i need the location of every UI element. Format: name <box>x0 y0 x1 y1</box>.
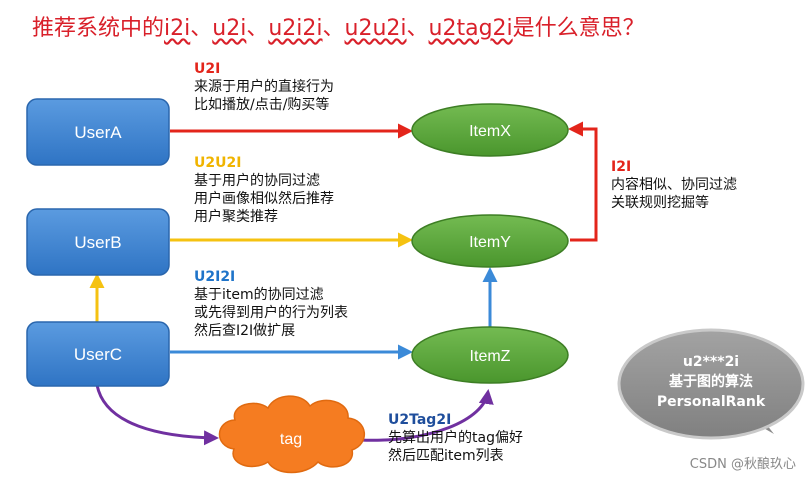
arrow-tag-to-itemz <box>359 389 494 442</box>
label-i2i-head: I2I <box>611 159 632 175</box>
watermark: CSDN @秋酿玖心 <box>689 457 796 472</box>
bubble-line-3: PersonalRank <box>657 394 766 410</box>
node-user-b-label: UserB <box>74 233 121 252</box>
label-u2i2i: U2I2I 基于item的协同过滤 或先得到用户的行为列表 然后查I2I做扩展 <box>194 268 348 340</box>
node-tag-label: tag <box>280 431 302 448</box>
label-u2i: U2I 来源于用户的直接行为 比如播放/点击/购买等 <box>194 60 334 114</box>
node-user-c-label: UserC <box>74 345 122 364</box>
speech-bubble: u2***2i 基于图的算法 PersonalRank <box>617 328 805 440</box>
title-term-i2i: i2i <box>164 16 191 41</box>
label-u2tag2i-head: U2Tag2I <box>388 412 452 428</box>
label-u2i-line-1: 来源于用户的直接行为 <box>194 79 334 95</box>
label-u2i2i-head: U2I2I <box>194 269 236 285</box>
label-u2i2i-line-2: 或先得到用户的行为列表 <box>194 305 348 321</box>
label-i2i-line-2: 关联规则挖掘等 <box>611 195 709 211</box>
title-term-u2tag2i: u2tag2i <box>428 16 513 41</box>
bubble-line-1: u2***2i <box>683 354 739 370</box>
label-u2i-head: U2I <box>194 61 221 77</box>
arrow-userc-to-tag <box>95 384 219 446</box>
title-separator: 、 <box>246 16 269 41</box>
label-u2tag2i-line-2: 然后匹配item列表 <box>388 448 504 464</box>
label-u2u2i-line-2: 用户画像相似然后推荐 <box>194 191 334 207</box>
node-item-z: ItemZ <box>411 326 569 384</box>
node-user-c: UserC <box>26 321 170 387</box>
title-separator: 、 <box>406 16 429 41</box>
title-separator: 、 <box>322 16 345 41</box>
label-u2tag2i-line-1: 先算出用户的tag偏好 <box>388 430 523 446</box>
label-u2i2i-line-3: 然后查I2I做扩展 <box>194 323 296 339</box>
label-u2u2i-line-3: 用户聚类推荐 <box>194 209 278 225</box>
label-i2i-line-1: 内容相似、协同过滤 <box>611 177 737 193</box>
label-u2i2i-line-1: 基于item的协同过滤 <box>194 287 324 303</box>
node-user-b: UserB <box>26 208 170 276</box>
label-u2u2i-line-1: 基于用户的协同过滤 <box>194 173 320 189</box>
title-prefix: 推荐系统中的 <box>32 16 165 41</box>
label-u2u2i: U2U2I 基于用户的协同过滤 用户画像相似然后推荐 用户聚类推荐 <box>194 154 334 226</box>
bubble-line-2: 基于图的算法 <box>669 373 753 390</box>
node-item-x: ItemX <box>411 103 569 157</box>
arrow-i2i <box>568 121 598 242</box>
node-user-a: UserA <box>26 98 170 166</box>
page-title: 推荐系统中的i2i、u2i、u2i2i、u2u2i、u2tag2i是什么意思？ <box>32 10 645 42</box>
node-tag-cloud: tag <box>218 395 365 474</box>
title-term-u2i2i: u2i2i <box>268 16 323 41</box>
label-u2i-line-2: 比如播放/点击/购买等 <box>194 97 330 113</box>
label-u2u2i-head: U2U2I <box>194 155 242 171</box>
node-item-x-label: ItemX <box>469 123 511 140</box>
label-u2tag2i: U2Tag2I 先算出用户的tag偏好 然后匹配item列表 <box>388 411 523 465</box>
title-term-u2u2i: u2u2i <box>344 16 407 41</box>
title-separator: 、 <box>190 16 213 41</box>
node-item-y: ItemY <box>411 214 569 268</box>
title-suffix: 是什么意思？ <box>512 16 645 41</box>
label-i2i: I2I 内容相似、协同过滤 关联规则挖掘等 <box>611 158 737 212</box>
node-item-y-label: ItemY <box>469 234 511 251</box>
title-term-u2i: u2i <box>212 16 247 41</box>
node-user-a-label: UserA <box>74 123 122 142</box>
node-item-z-label: ItemZ <box>470 348 511 365</box>
